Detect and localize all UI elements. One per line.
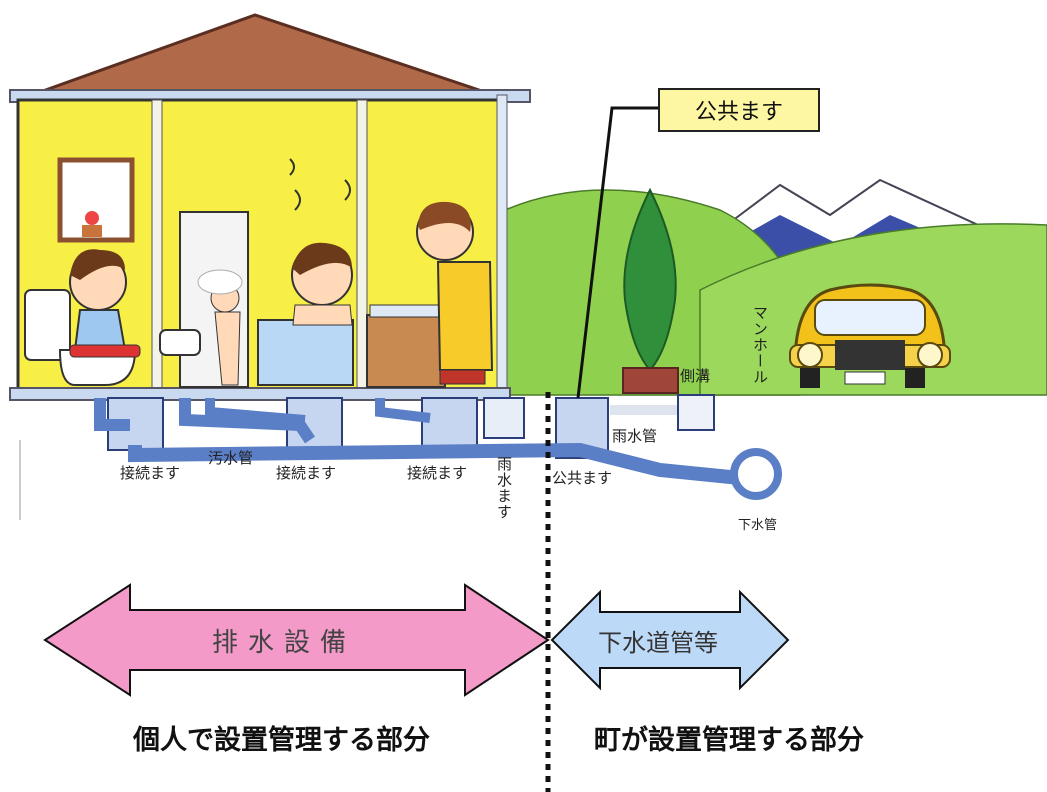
roof: [39, 13, 486, 94]
public-box-label: 公共ます: [552, 469, 613, 487]
connection-box-label-3: 接続ます: [407, 464, 468, 482]
toilet-bowl: [58, 349, 137, 386]
sewage-pipe-label: 汚水管: [208, 449, 254, 467]
sewer-main-pipe: [730, 448, 782, 500]
sewer-pipe-label: 下水管: [738, 518, 778, 533]
wash-basin: [159, 329, 201, 356]
gutter-box: [677, 394, 715, 431]
public-box-callout: 公共ます: [658, 88, 820, 132]
sewer-arrow-label: 下水道管等: [598, 629, 718, 657]
bathtub: [257, 319, 354, 386]
private-responsibility: 個人で設置管理する部分: [133, 725, 430, 756]
rain-box-label: 雨水ます: [495, 456, 513, 520]
gutter-label: 側溝: [680, 367, 711, 385]
boy-body: [73, 309, 127, 351]
tree-planter: [622, 367, 679, 394]
kitchen-counter: [366, 314, 446, 388]
car: [789, 283, 951, 388]
house: [9, 13, 531, 401]
drainage-arrow-label: 排水設備: [212, 628, 357, 658]
callout-leader: [576, 106, 658, 399]
wall-divider-2: [356, 99, 368, 391]
drainage-arrow: [43, 583, 550, 697]
drainage-pipes: [19, 394, 782, 520]
town-responsibility: 町が設置管理する部分: [594, 725, 864, 756]
connection-box-3: [421, 397, 478, 451]
toilet-tank: [24, 289, 71, 361]
sewer-arrow: [550, 589, 790, 691]
landscape: [504, 178, 1047, 396]
connection-box-label-2: 接続ます: [276, 464, 337, 482]
mother-apron: [436, 261, 494, 371]
rain-box: [483, 397, 525, 439]
manhole-label: マンホール: [751, 305, 769, 385]
downspout: [496, 94, 508, 396]
connection-box-label-1: 接続ます: [120, 464, 181, 482]
rain-pipe-label: 雨水管: [612, 427, 658, 445]
main-sewage-pipe: [128, 442, 741, 485]
